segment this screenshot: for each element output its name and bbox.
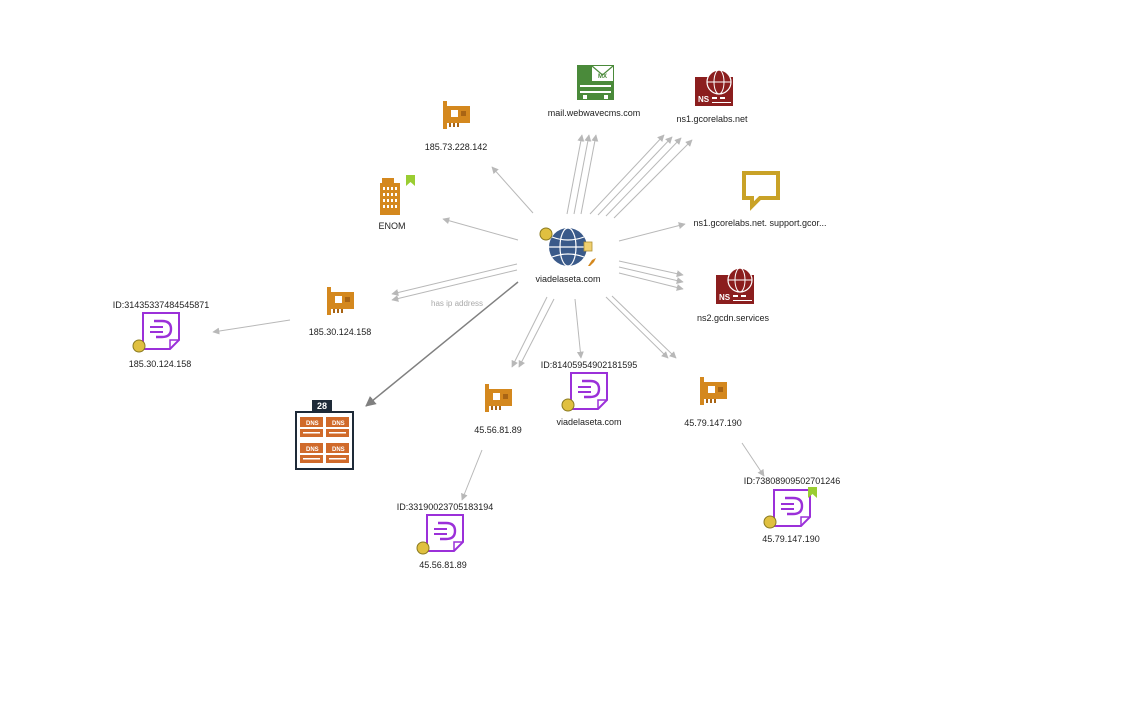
svg-text:DNS: DNS	[332, 447, 345, 453]
bookmark-flag-icon	[808, 487, 817, 498]
dns-group-icon: DNS DNS DNS DNS	[295, 411, 354, 470]
edge-center-ns1-4[interactable]	[613, 139, 693, 219]
edge-center-ns1-1[interactable]	[589, 134, 665, 215]
ns-server-icon: NS	[695, 69, 733, 106]
edge-center-ns2-3[interactable]	[618, 272, 684, 291]
node-label: mail.webwavecms.com	[548, 108, 641, 118]
edge-center-ns1-3[interactable]	[605, 137, 682, 217]
node-label: ns1.gcorelabs.net	[676, 114, 748, 124]
document-icon	[142, 312, 180, 350]
node-label: 185.73.228.142	[425, 142, 488, 152]
status-dot-icon	[416, 541, 430, 555]
node-label: 185.30.124.158	[129, 359, 192, 369]
document-icon	[570, 372, 608, 410]
svg-text:DNS: DNS	[332, 421, 345, 427]
node-label: 45.56.81.89	[474, 425, 522, 435]
edge-center-doc-center[interactable]	[574, 298, 584, 359]
node-id-label: ID:31435337484545871	[113, 300, 210, 310]
svg-text:DNS: DNS	[306, 447, 319, 453]
edge-center-ip-45-56-2[interactable]	[518, 298, 555, 368]
count-badge-label: 28	[317, 401, 327, 411]
svg-text:NS: NS	[698, 95, 710, 104]
status-dot-icon	[763, 515, 777, 529]
edge-center-enom[interactable]	[442, 217, 519, 241]
edge-center-ns1-2[interactable]	[597, 136, 673, 216]
node-id-label: ID:73808909502701246	[744, 476, 841, 486]
globe-icon	[549, 227, 587, 267]
node-ip-45-56-81-89[interactable]: 45.56.81.89	[474, 384, 522, 435]
node-label: ENOM	[379, 221, 406, 231]
node-label: ns2.gcdn.services	[697, 313, 770, 323]
node-label: ns1.gcorelabs.net. support.gcor...	[693, 218, 826, 228]
edge-center-ip-45-79-1[interactable]	[605, 296, 669, 359]
node-label: viadelaseta.com	[556, 417, 621, 427]
node-label: 45.56.81.89	[419, 560, 467, 570]
edge-center-dns-group[interactable]	[365, 281, 519, 407]
document-icon	[773, 489, 811, 527]
speech-bubble-icon	[742, 171, 780, 211]
edge-center-ip-185-30-2[interactable]	[391, 269, 518, 302]
node-mx-mail[interactable]: MX mail.webwavecms.com	[548, 65, 641, 118]
edge-center-ip-185-73[interactable]	[491, 166, 534, 214]
pin-icon	[588, 258, 596, 266]
node-label: 45.79.147.190	[684, 418, 742, 428]
node-soa-record[interactable]: ns1.gcorelabs.net. support.gcor...	[693, 171, 827, 228]
node-ns2-gcdn[interactable]: NS ns2.gcdn.services	[697, 267, 770, 323]
node-ip-45-79-147-190[interactable]: 45.79.147.190	[684, 377, 742, 428]
node-label: viadelaseta.com	[535, 274, 600, 284]
count-badge	[312, 400, 332, 411]
document-icon	[426, 514, 464, 552]
node-label: 185.30.124.158	[309, 327, 372, 337]
edge-center-ip-45-79-2[interactable]	[611, 295, 677, 359]
network-card-icon	[485, 384, 512, 412]
svg-text:NS: NS	[719, 293, 731, 302]
node-center-domain[interactable]: viadelaseta.com	[535, 227, 601, 284]
node-label: 45.79.147.190	[762, 534, 820, 544]
svg-text:MX: MX	[598, 74, 607, 80]
status-dot-icon	[132, 339, 146, 353]
edge-center-ip-45-56-1[interactable]	[511, 296, 548, 368]
status-dot-icon	[539, 227, 553, 241]
edge-ip-185-30-doc[interactable]	[212, 319, 291, 335]
node-id-label: ID:81405954902181595	[541, 360, 638, 370]
edge-center-ns2-1[interactable]	[618, 260, 684, 278]
node-doc-45-56-81-89[interactable]: ID:33190023705183194 45.56.81.89	[397, 502, 494, 570]
node-doc-45-79-147-190[interactable]: ID:73808909502701246 45.79.147.190	[744, 476, 841, 544]
node-id-label: ID:33190023705183194	[397, 502, 494, 512]
status-dot-icon	[561, 398, 575, 412]
edge-center-mail-2[interactable]	[573, 134, 592, 215]
network-card-icon	[443, 101, 470, 129]
node-doc-viadelaseta[interactable]: ID:81405954902181595 viadelaseta.com	[541, 360, 638, 427]
svg-text:DNS: DNS	[306, 421, 319, 427]
edge-center-ip-185-30-1[interactable]	[391, 263, 518, 296]
edges	[212, 134, 765, 501]
network-card-icon	[327, 287, 354, 315]
node-doc-185-30-124-158[interactable]: ID:31435337484545871 185.30.124.158	[113, 300, 210, 369]
ns-server-icon: NS	[716, 267, 754, 304]
building-icon	[380, 178, 400, 215]
note-icon	[583, 241, 593, 252]
edge-center-mail-1[interactable]	[566, 134, 585, 215]
network-card-icon	[700, 377, 727, 405]
edge-ip-45-56-doc[interactable]	[461, 449, 483, 501]
node-ip-185-73-228-142[interactable]: 185.73.228.142	[425, 101, 488, 152]
bookmark-flag-icon	[406, 175, 415, 186]
node-ip-185-30-124-158[interactable]: 185.30.124.158	[309, 287, 372, 337]
edge-center-soa[interactable]	[618, 222, 686, 242]
mx-server-icon: MX	[577, 65, 614, 100]
edge-ip-45-79-doc[interactable]	[741, 442, 765, 477]
node-dns-group[interactable]: 28 DNS DNS DNS DNS	[295, 400, 354, 470]
edge-center-ns2-2[interactable]	[618, 266, 684, 284]
node-ns1-gcorelabs[interactable]: NS ns1.gcorelabs.net	[676, 69, 748, 124]
node-org-enom[interactable]: ENOM	[379, 175, 416, 231]
edge-label-has-ip-address: has ip address	[431, 299, 483, 308]
edge-center-mail-3[interactable]	[580, 134, 599, 215]
